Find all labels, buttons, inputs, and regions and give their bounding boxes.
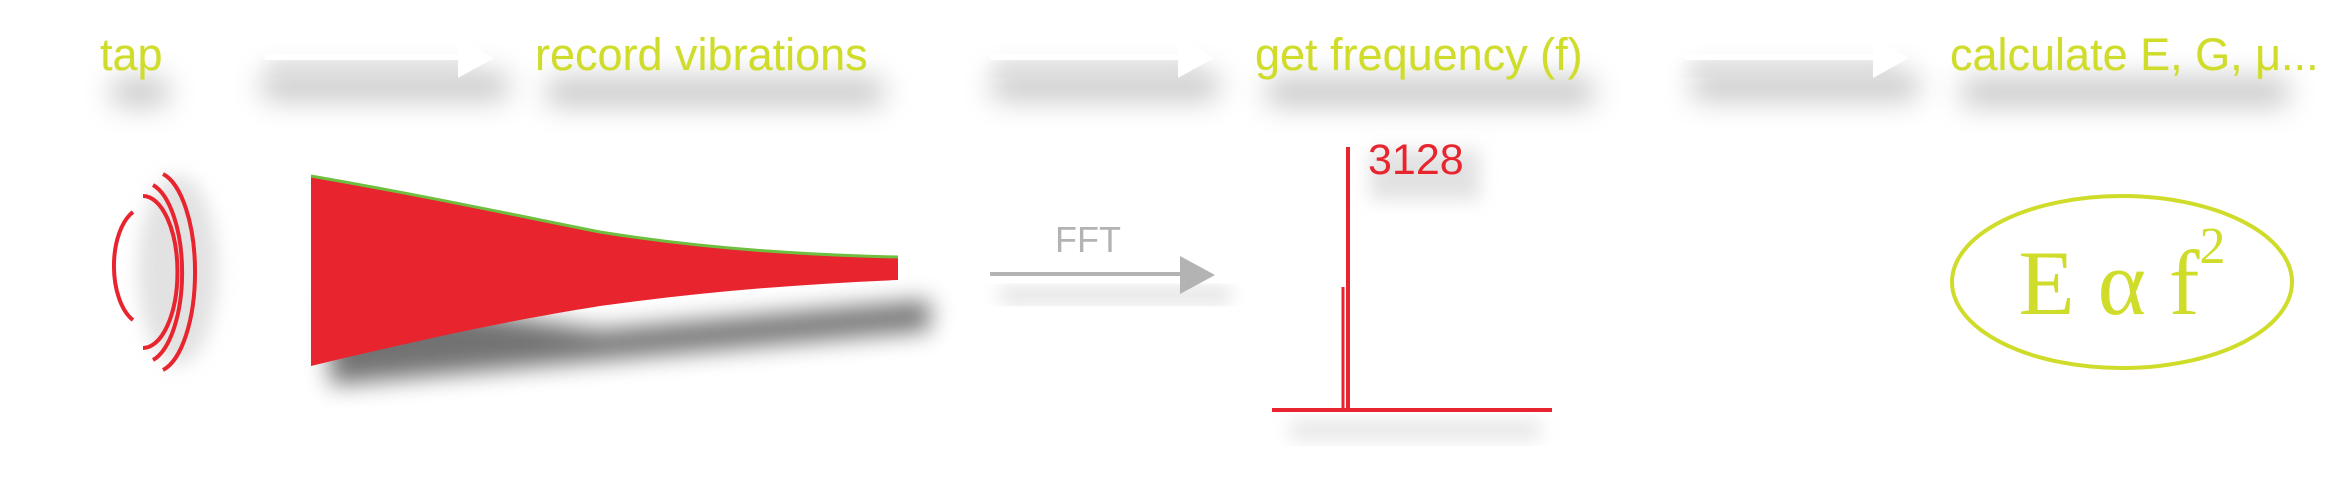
- step-shadow: [1690, 72, 1920, 100]
- step-shadow: [110, 78, 170, 106]
- vibration-waveform: [310, 174, 930, 385]
- arrow-right-icon: [265, 38, 494, 78]
- fft-label: FFT: [1055, 219, 1121, 260]
- arrow-right-icon: [1685, 38, 1909, 78]
- step-record-label: record vibrations: [535, 29, 868, 80]
- peak-frequency-value: 3128: [1368, 136, 1464, 184]
- formula-base: E α f: [2018, 231, 2200, 334]
- frequency-spectrum: [1272, 147, 1552, 440]
- step-shadow: [1265, 78, 1595, 106]
- formula-ellipse: [1950, 194, 2294, 370]
- step-tap-label: tap: [100, 29, 163, 80]
- step-calculate-label: calculate E, G, μ...: [1950, 29, 2319, 80]
- sound-waves-icon: [111, 172, 218, 372]
- arrow-right-icon: [990, 38, 1214, 78]
- step-shadow: [990, 72, 1220, 100]
- step-shadow: [1960, 78, 2290, 106]
- step-frequency-label: get frequency (f): [1255, 29, 1583, 80]
- step-shadow: [545, 78, 885, 106]
- fft-arrow-icon: [990, 256, 1230, 302]
- step-shadow: [260, 72, 510, 100]
- formula-exponent: 2: [2199, 217, 2226, 275]
